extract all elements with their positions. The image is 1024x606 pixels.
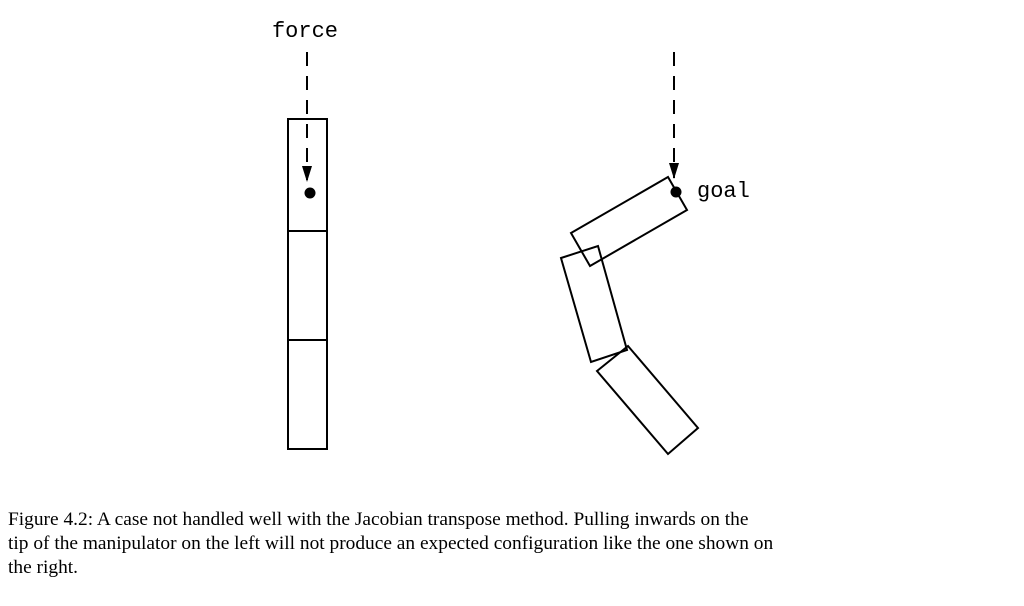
- left-segment-bottom: [287, 339, 328, 450]
- goal-label: goal: [697, 179, 750, 204]
- left-manipulator: force: [272, 19, 338, 450]
- caption-line-2: tip of the manipulator on the left will …: [8, 533, 774, 554]
- left-segment-middle: [287, 230, 328, 341]
- right-manipulator: goal: [559, 52, 750, 456]
- goal-point: [670, 186, 682, 198]
- caption-line-3: the right.: [8, 557, 79, 578]
- figure-diagram: force goal: [272, 19, 750, 456]
- right-segment-bottom: [595, 344, 700, 456]
- left-tip-point: [304, 187, 316, 199]
- force-label: force: [272, 19, 338, 44]
- force-arrowhead: [302, 166, 312, 182]
- goal-arrowhead: [669, 163, 679, 179]
- caption-line-1: Figure 4.2: A case not handled well with…: [8, 509, 749, 530]
- right-segment-top: [569, 175, 689, 268]
- right-segment-middle: [559, 244, 629, 364]
- figure-caption: Figure 4.2: A case not handled well with…: [8, 508, 1020, 580]
